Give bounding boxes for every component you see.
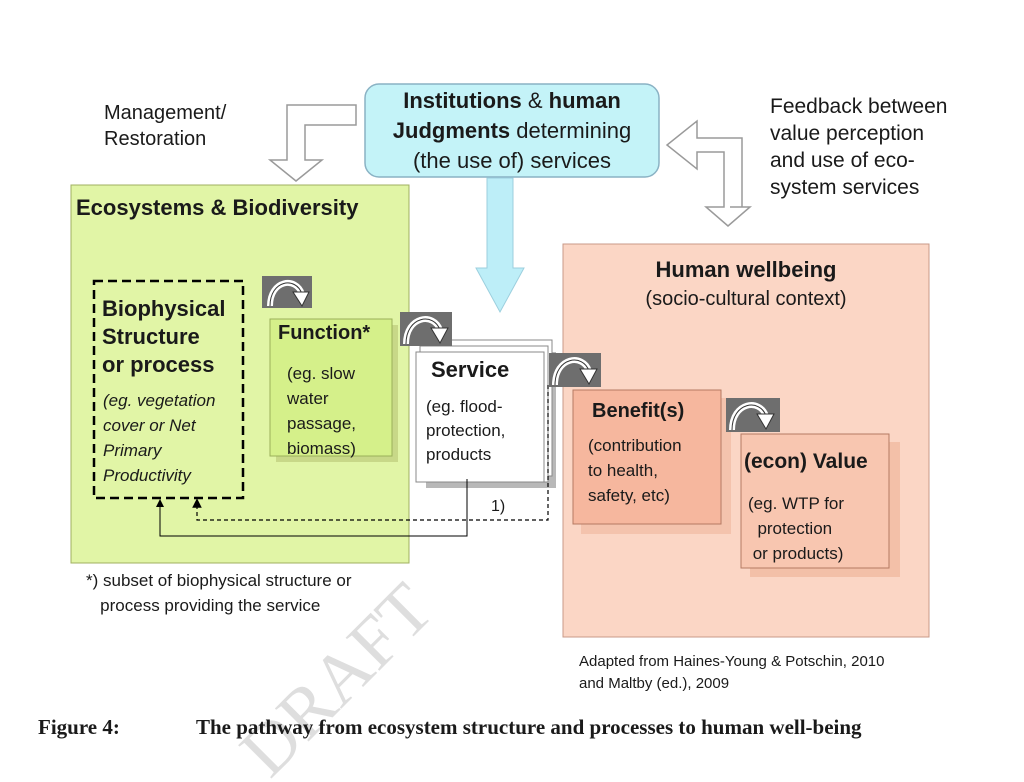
determining-word: determining	[510, 118, 632, 143]
judgments-word: Judgments	[392, 118, 511, 143]
human-wellbeing-title: Human wellbeing	[655, 257, 837, 282]
service-example: (eg. flood- protection, products	[426, 397, 506, 464]
figure-label: Figure 4:	[38, 715, 120, 739]
benefit-box	[572, 389, 722, 525]
value-example: (eg. WTP for protection or products)	[748, 494, 845, 563]
down-arrow-icon	[475, 177, 525, 314]
curved-arrow-icon-1	[262, 276, 312, 308]
human-wellbeing-subtitle: (socio-cultural context)	[645, 288, 847, 310]
amp: &	[521, 88, 549, 113]
function-example: (eg. slow water passage, biomass)	[287, 364, 356, 458]
management-label: Management/ Restoration	[104, 102, 227, 150]
benefit-example: (contribution to health, safety, etc)	[588, 436, 682, 505]
value-title: (econ) Value	[744, 450, 868, 473]
value-box	[740, 433, 890, 569]
biophysical-box	[92, 279, 245, 500]
human-word: human	[548, 88, 621, 113]
hollow-bent-arrow-icon	[267, 104, 357, 182]
institutions-text: Institutions & human Judgments determini…	[365, 84, 659, 179]
hollow-feedback-arrow-icon	[665, 119, 753, 227]
benefit-title: Benefit(s)	[592, 400, 685, 422]
figure-caption: The pathway from ecosystem structure and…	[196, 715, 862, 739]
service-box	[415, 351, 545, 483]
biophysical-title: Biophysical Structure or process	[102, 296, 226, 377]
biophysical-example: (eg. vegetation cover or Net Primary Pro…	[103, 391, 216, 485]
curved-arrow-icon-3	[549, 353, 601, 387]
institutions-line3: (the use of) services	[412, 148, 612, 173]
function-box	[269, 318, 393, 457]
feedback-label: Feedback between value perception and us…	[770, 95, 948, 199]
function-title: Function*	[278, 322, 371, 344]
feedback-line-dashed	[192, 385, 549, 521]
institutions-box	[364, 83, 660, 178]
feedback-line-solid	[156, 479, 468, 537]
ecosystems-title: Ecosystems & Biodiversity	[76, 195, 359, 220]
source-note: Adapted from Haines-Young & Potschin, 20…	[579, 653, 885, 692]
curved-arrow-icon-4	[726, 398, 780, 432]
curved-arrow-icon-2	[400, 312, 452, 346]
institutions-word: Institutions	[403, 88, 522, 113]
service-title: Service	[431, 357, 510, 382]
feedback-note: 1)	[491, 498, 506, 515]
footnote: *) subset of biophysical structure or pr…	[86, 571, 352, 615]
